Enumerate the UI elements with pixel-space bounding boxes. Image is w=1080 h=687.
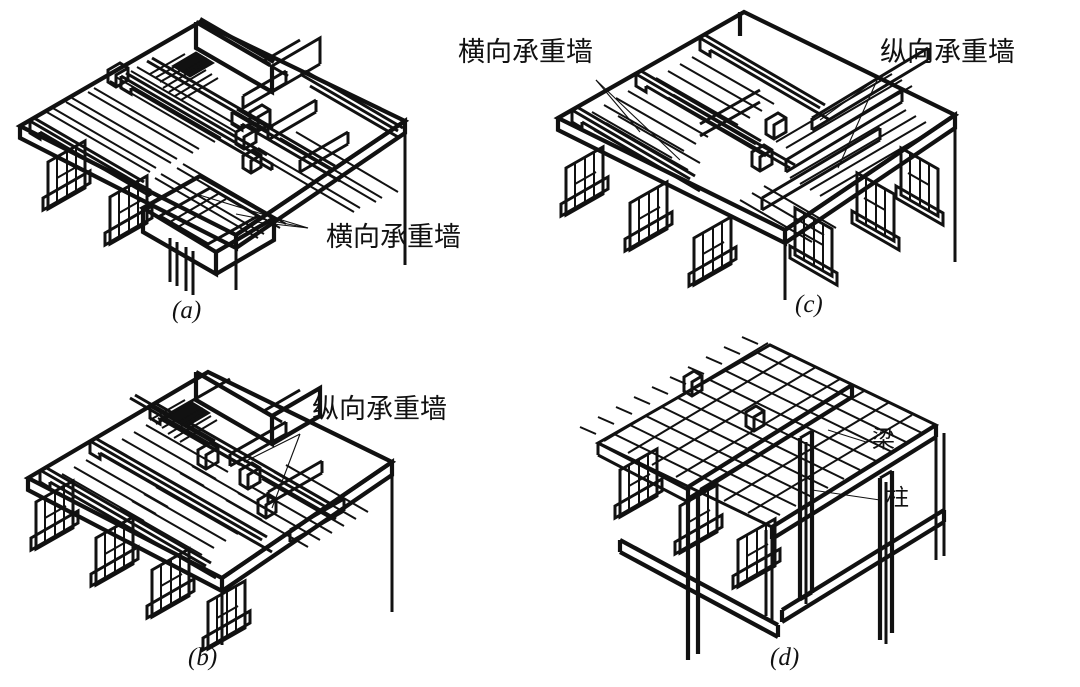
panel-a-transverse-wall-label: 横向承重墙 bbox=[326, 222, 461, 253]
panel-d-beam-label: 梁 bbox=[872, 427, 895, 453]
panel-a-pier-blocks bbox=[106, 61, 263, 175]
panel-c-transverse-wall-label: 横向承重墙 bbox=[458, 37, 593, 68]
panel-a-caption: (a) bbox=[172, 297, 201, 324]
panel-d-column-center bbox=[797, 429, 815, 604]
panel-a-stair bbox=[149, 51, 219, 101]
panel-d-joists-transverse bbox=[603, 342, 913, 514]
panel-c-drawing: 横向承重墙 纵向承重墙 (c) bbox=[458, 9, 1015, 318]
panel-d-joist-overhangs bbox=[579, 336, 759, 435]
panel-b-leader-lines bbox=[243, 433, 301, 509]
panel-c-window-5 bbox=[850, 170, 901, 253]
panel-c-joists-topleft bbox=[655, 56, 775, 126]
panel-a-drawing: 横向承重墙 (a) bbox=[15, 17, 461, 324]
panel-c-floor-plate bbox=[553, 9, 960, 247]
panel-c-window-2 bbox=[623, 179, 674, 254]
panel-c-window-1 bbox=[559, 144, 610, 219]
panel-b-window-1 bbox=[29, 478, 80, 553]
panel-c-leader-lines-longitudinal bbox=[819, 77, 879, 169]
panel-d-drawing: 梁 柱 (d) bbox=[579, 336, 947, 671]
panel-b-window-4 bbox=[201, 578, 252, 653]
panel-c-caption: (c) bbox=[795, 291, 823, 318]
panel-d-main-beam-front bbox=[769, 423, 939, 541]
panel-a-leader-lines bbox=[195, 193, 309, 229]
panel-b-drawing: 纵向承重墙 (b) bbox=[23, 369, 447, 671]
panel-d-window-3 bbox=[731, 516, 782, 591]
panel-c-leader-lines-transverse bbox=[595, 79, 681, 161]
panel-d-caption: (d) bbox=[770, 644, 799, 671]
panel-d-window-1 bbox=[613, 446, 664, 521]
panel-d-column-far-right bbox=[934, 433, 946, 560]
panel-c-window-4 bbox=[788, 205, 839, 288]
panel-d-column-cap-1 bbox=[682, 369, 704, 398]
panel-a-transverse-wall-4 bbox=[299, 69, 404, 139]
panel-d-main-beam-left bbox=[596, 441, 691, 505]
panel-c-window-6 bbox=[894, 145, 945, 228]
panel-c-pier-blocks bbox=[750, 111, 788, 173]
panel-b-right-partitions bbox=[228, 420, 346, 544]
panel-b-window-2 bbox=[89, 514, 140, 589]
panel-a-window-1 bbox=[41, 138, 92, 213]
panel-d-window-2 bbox=[673, 482, 724, 557]
panel-b-stair bbox=[149, 399, 218, 443]
panel-d-joists-longitudinal bbox=[613, 352, 925, 516]
panel-b-caption: (b) bbox=[188, 644, 217, 671]
panel-d-leader-beam bbox=[827, 429, 867, 443]
panel-d-leader-column bbox=[811, 489, 881, 501]
panel-b-longitudinal-wall-label: 纵向承重墙 bbox=[312, 394, 447, 425]
panel-a-window-2 bbox=[103, 173, 154, 248]
panel-b-window-3 bbox=[145, 546, 196, 621]
panel-a-hanging-columns bbox=[168, 238, 195, 295]
panel-c-window-3 bbox=[687, 214, 738, 289]
panel-d-column-cap-2 bbox=[744, 404, 766, 433]
panel-c-longitudinal-wall-label: 纵向承重墙 bbox=[880, 37, 1015, 68]
panel-d-column-right bbox=[877, 469, 895, 644]
panel-d-column-label: 柱 bbox=[886, 485, 909, 511]
panel-a-upper-room-walls bbox=[193, 22, 322, 111]
panel-c-joists-right bbox=[739, 73, 937, 243]
panel-a-front-projection bbox=[138, 173, 279, 278]
panel-b-pier-blocks bbox=[196, 441, 278, 520]
